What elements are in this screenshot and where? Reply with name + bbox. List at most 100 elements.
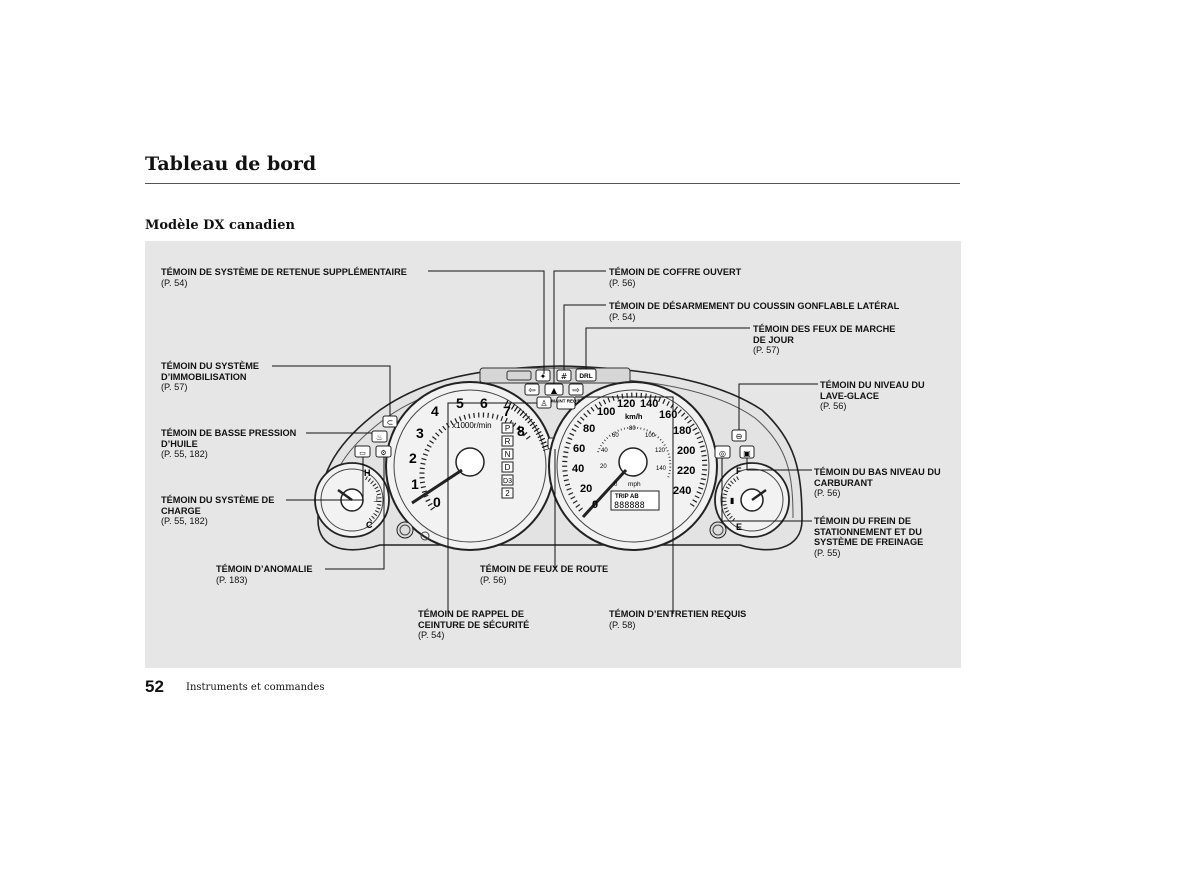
gear-d: D: [505, 463, 511, 472]
tach-unit: x1000r/min: [452, 421, 492, 430]
tach-num: 3: [416, 425, 424, 441]
tach-num: 0: [433, 494, 441, 510]
section-footer: Instruments et commandes: [186, 682, 325, 693]
kmh-num: 60: [573, 443, 585, 455]
label-text: STATIONNEMENT ET DU: [814, 526, 922, 537]
mph-zero: 0: [614, 482, 618, 488]
label-text: TÉMOIN DE SYSTÈME DE RETENUE SUPPLÉMENTA…: [161, 267, 407, 277]
fuel-full: F: [736, 466, 742, 476]
label-text: TÉMOIN DE FEUX DE ROUTE: [480, 564, 609, 574]
kmh-unit: km/h: [625, 412, 643, 421]
label-high-beam: TÉMOIN DE FEUX DE ROUTE (P. 56): [480, 564, 608, 585]
label-text: TÉMOIN DU BAS NIVEAU DU: [814, 467, 941, 477]
label-text: TÉMOIN DE COFFRE OUVERT: [609, 267, 742, 277]
mph-num: 100: [645, 433, 656, 439]
label-text: LAVE-GLACE: [820, 390, 880, 401]
label-text: TÉMOIN DE RAPPEL DE: [418, 609, 525, 619]
kmh-num: 80: [583, 423, 595, 435]
leader-lines: [272, 270, 818, 614]
speed-needle: [581, 468, 628, 519]
label-text: D’HUILE: [161, 438, 198, 449]
svg-text:◎: ◎: [719, 449, 726, 458]
label-ref: (P. 56): [820, 401, 847, 412]
label-text: TÉMOIN DU NIVEAU DU: [820, 380, 925, 390]
label-seatbelt: TÉMOIN DE RAPPEL DE CEINTURE DE SÉCURITÉ…: [418, 609, 529, 641]
kmh-num: 120: [617, 398, 635, 410]
label-drl: TÉMOIN DES FEUX DE MARCHE DE JOUR (P. 57…: [753, 324, 895, 356]
svg-text:✦: ✦: [540, 372, 547, 381]
mph-num: 140: [656, 466, 667, 472]
gear-r: R: [505, 437, 511, 446]
gear-p: P: [505, 424, 510, 433]
kmh-num: 40: [572, 463, 584, 475]
label-ref: (P. 54): [418, 630, 445, 641]
svg-text:#: #: [561, 372, 568, 381]
label-text: TÉMOIN DU SYSTÈME DE: [161, 495, 275, 505]
kmh-num: 140: [640, 398, 658, 410]
kmh-num: 160: [659, 409, 677, 421]
label-text: TÉMOIN D’ENTRETIEN REQUIS: [609, 609, 747, 619]
tach-num: 8: [517, 423, 525, 439]
mph-num: 20: [600, 464, 607, 470]
drl-icon-text: DRL: [579, 373, 592, 380]
label-text: TÉMOIN DES FEUX DE MARCHE: [753, 324, 896, 334]
label-washer: TÉMOIN DU NIVEAU DU LAVE-GLACE (P. 56): [820, 380, 925, 412]
label-text: CARBURANT: [814, 477, 873, 488]
svg-text:▭: ▭: [359, 449, 366, 457]
label-ref: (P. 56): [609, 277, 636, 288]
label-oil-pressure: TÉMOIN DE BASSE PRESSION D’HUILE (P. 55,…: [161, 428, 296, 460]
label-text: TÉMOIN DE BASSE PRESSION: [161, 428, 297, 438]
tach-num: 4: [431, 403, 439, 419]
tach-num: 2: [409, 450, 417, 466]
label-text: CHARGE: [161, 505, 201, 516]
svg-text:⊖: ⊖: [736, 432, 743, 441]
kmh-num: 220: [677, 465, 695, 477]
mph-num: 80: [629, 426, 636, 432]
svg-text:▮: ▮: [730, 496, 734, 505]
label-ref: (P. 183): [216, 574, 248, 585]
maint-icon-text: MAINT REQ'D: [551, 399, 581, 404]
tach-num: 7: [503, 403, 511, 419]
label-ref: (P. 56): [480, 574, 507, 585]
maint-required-icon: [556, 396, 576, 410]
label-text: TÉMOIN D’ANOMALIE: [216, 564, 313, 574]
section-subtitle: Modèle DX canadien: [145, 218, 296, 233]
label-text: TÉMOIN DU SYSTÈME: [161, 361, 260, 371]
fuel-empty: E: [736, 522, 742, 532]
svg-text:⇦: ⇦: [528, 386, 536, 396]
tach-needle: [411, 468, 463, 505]
temp-cold: C: [366, 520, 373, 530]
svg-text:♨: ♨: [376, 433, 383, 442]
svg-text:▲: ▲: [551, 386, 558, 395]
svg-text:⚙: ⚙: [380, 449, 386, 457]
label-srs: TÉMOIN DE SYSTÈME DE RETENUE SUPPLÉMENTA…: [161, 267, 407, 288]
label-side-airbag: TÉMOIN DE DÉSARMEMENT DU COUSSIN GONFLAB…: [609, 301, 899, 322]
mph-num: 60: [612, 433, 619, 439]
svg-text:⊂: ⊂: [387, 418, 394, 427]
mph-num: 120: [655, 448, 666, 454]
label-ref: (P. 57): [161, 382, 188, 393]
kmh-num: 240: [673, 485, 691, 497]
label-text: TÉMOIN DE DÉSARMEMENT DU COUSSIN GONFLAB…: [609, 301, 900, 311]
temp-hot: H: [364, 468, 371, 478]
label-low-fuel: TÉMOIN DU BAS NIVEAU DU CARBURANT (P. 56…: [814, 467, 941, 499]
right-knob: [709, 521, 727, 539]
label-mil: TÉMOIN D’ANOMALIE (P. 183): [216, 564, 312, 585]
label-brake: TÉMOIN DU FREIN DE STATIONNEMENT ET DU S…: [814, 516, 923, 558]
label-immobilizer: TÉMOIN DU SYSTÈME D’IMMOBILISATION (P. 5…: [161, 361, 259, 393]
label-text: D’IMMOBILISATION: [161, 371, 247, 382]
label-ref: (P. 58): [609, 619, 636, 630]
mph-num: 40: [601, 448, 608, 454]
label-text: SYSTÈME DE FREINAGE: [814, 537, 924, 548]
label-text: CEINTURE DE SÉCURITÉ: [418, 619, 530, 630]
right-turn-icon: [568, 383, 584, 396]
title-rule: [145, 183, 960, 184]
left-turn-icon: [524, 383, 540, 396]
label-ref: (P. 54): [609, 311, 636, 322]
kmh-num: 0: [592, 499, 598, 511]
gear-n: N: [505, 450, 511, 459]
gear-2: 2: [505, 489, 510, 498]
mph-unit: mph: [628, 481, 641, 488]
kmh-num: 180: [673, 425, 691, 437]
